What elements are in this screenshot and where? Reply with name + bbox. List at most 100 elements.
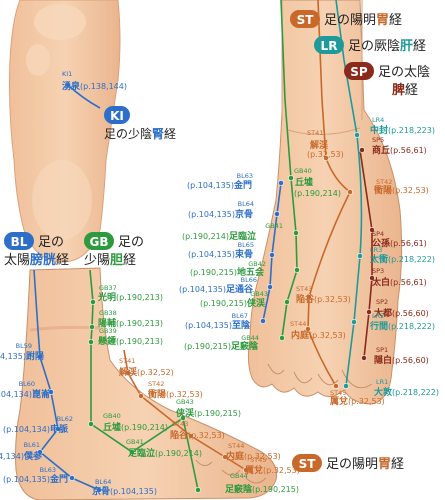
acupoint-code: BL65 bbox=[238, 241, 254, 249]
acupoint-label: 解渓 bbox=[310, 139, 329, 151]
legend-ki: KI 足の少陰腎経 bbox=[104, 106, 176, 141]
acupoint-dot bbox=[343, 383, 349, 389]
acupoint-layer: KI1湧泉(p.138,144)LR4中封(p.218,223)SP5商丘(p.… bbox=[0, 70, 439, 497]
acupoint-dot bbox=[188, 433, 194, 439]
acupoint-code: ST42 bbox=[376, 178, 392, 186]
acupoint-dot bbox=[347, 189, 353, 195]
acupoint-label: (p.104,134)僕参 bbox=[0, 450, 43, 462]
legend-gb-line1: 足の bbox=[118, 235, 144, 250]
legend-lr-label: 足の厥陰肝経 bbox=[348, 39, 426, 54]
legend-st-bottom-badge-text: ST bbox=[299, 457, 317, 471]
legend-gb-line2: 少陽胆経 bbox=[84, 253, 136, 268]
acupoint-code: GB40 bbox=[103, 412, 121, 420]
st-meridian-top bbox=[307, 0, 352, 387]
legend-st-label: 足の陽明胃経 bbox=[324, 13, 402, 28]
acupoint-code: GB39 bbox=[99, 327, 117, 335]
acupoint-code: BL67 bbox=[232, 312, 248, 320]
acupoint-code: ST41 bbox=[307, 129, 323, 137]
acupoint-dot bbox=[37, 449, 43, 455]
acupoint-code: ST43 bbox=[296, 285, 312, 293]
acupoint-dot bbox=[333, 383, 339, 389]
acupoint-code: GB37 bbox=[99, 284, 117, 292]
acupoint-dot bbox=[278, 180, 284, 186]
acupoint-code: GB38 bbox=[99, 309, 117, 317]
acupoint-code: BL62 bbox=[57, 415, 73, 423]
acupoint-label: 足臨泣(p.190,214) bbox=[128, 447, 202, 459]
acupoint-label: (p.104,135)京骨 bbox=[188, 208, 253, 220]
acupoint-code: BL66 bbox=[241, 276, 257, 284]
acupoint-label: 丘墟(p.190,214) bbox=[103, 421, 168, 433]
acupoint-bl63: BL63(p.104,135)金門 bbox=[3, 466, 75, 485]
acupoint-dot bbox=[359, 147, 365, 153]
acupoint-code: BL63 bbox=[237, 172, 253, 180]
acupoint-code: ST42 bbox=[148, 380, 164, 388]
acupoint-label: (p.104,135)至陰 bbox=[185, 319, 251, 331]
acupoint-code: SP5 bbox=[372, 136, 384, 144]
acupoint-dot bbox=[288, 175, 294, 181]
acupoint-dot bbox=[267, 284, 273, 290]
legend-sp-badge-text: SP bbox=[350, 65, 368, 79]
acupoint-label: (p.190,215)足竅陰 bbox=[184, 340, 259, 352]
acupoint-code: KI1 bbox=[62, 70, 72, 78]
acupoint-code: BL60 bbox=[19, 380, 35, 388]
legend-st: ST 足の陽明胃経 bbox=[290, 10, 402, 28]
acupoint-code: SP4 bbox=[372, 230, 384, 238]
acupoint-dot bbox=[366, 309, 372, 315]
acupoint-bl60: BL60(p.104,134)崑崙 bbox=[0, 380, 54, 400]
acupoint-dot bbox=[284, 299, 290, 305]
legend-bl-badge-text: BL bbox=[11, 235, 28, 249]
acupoint-label: 衝陽(p.32,53) bbox=[147, 388, 203, 400]
acupoint-dot bbox=[195, 487, 201, 493]
acupoint-label: (p.190,214)足臨泣 bbox=[182, 230, 256, 242]
acupoint-label: 衝陽(p.32,53) bbox=[373, 184, 429, 196]
acupoint-label: 懸鍾(p.190,213) bbox=[98, 335, 163, 347]
acupoint-label: (p.104,135)金門 bbox=[3, 473, 68, 485]
acupoint-code: ST43 bbox=[172, 420, 188, 428]
ki-meridian-line bbox=[67, 84, 101, 109]
acupoint-label: 内庭(p.32,53) bbox=[291, 329, 346, 341]
acupoint-dot bbox=[369, 227, 375, 233]
acupoint-label: 大敦(p.218,222) bbox=[374, 386, 439, 398]
acupoint-label: (p.104,135)束骨 bbox=[188, 248, 253, 260]
acupoint-dot bbox=[88, 421, 94, 427]
legend-sp: SP 足の太陰 脾経 bbox=[344, 62, 430, 98]
acupoint-gb43: GB43(p.190,215)侠渓 bbox=[200, 290, 290, 309]
acupoint-dot bbox=[279, 335, 285, 341]
acupoint-bl65: BL65(p.104,135)束骨 bbox=[188, 241, 275, 260]
legend-ki-badge bbox=[104, 106, 130, 124]
acupoint-code: LR2 bbox=[372, 312, 384, 320]
legend-lr-badge bbox=[314, 36, 344, 54]
acupoint-code: GB43 bbox=[250, 290, 268, 298]
acupoint-label: 陥谷(p.32,53) bbox=[296, 293, 351, 305]
acupoint-label: (p.190,215)地五会 bbox=[190, 266, 265, 278]
acupoint-label: 厲兌(p.32,53) bbox=[330, 395, 385, 407]
sole-figure bbox=[9, 0, 121, 263]
acupoint-label: 太白(p.56,61) bbox=[371, 276, 427, 288]
acupoint-dot bbox=[361, 355, 367, 361]
acupoint-dot bbox=[65, 82, 71, 88]
acupoint-bl62: BL62(p.104,134)申脈 bbox=[3, 415, 73, 435]
acupoint-bl67: BL67(p.104,135)至陰 bbox=[185, 312, 266, 331]
acupoint-dot bbox=[96, 487, 102, 493]
acupoint-label: 侠渓(p.190,215) bbox=[176, 407, 241, 419]
acupoint-code: SP3 bbox=[372, 267, 384, 275]
legend-lr-badge-text: LR bbox=[321, 39, 338, 53]
legend-gb-badge-text: GB bbox=[90, 235, 109, 249]
acupoint-label: 隠白(p.56,60) bbox=[374, 354, 429, 366]
acupoint-code: GB44 bbox=[230, 472, 248, 480]
